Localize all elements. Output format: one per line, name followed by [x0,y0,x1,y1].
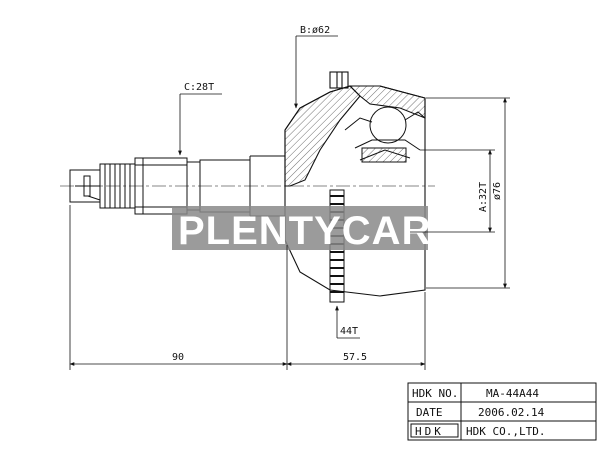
shaft-thread [69,163,136,209]
bell-housing [284,71,426,297]
title-row1-key: HDK NO. [412,387,458,400]
watermark: PLENTYCAR [172,206,431,253]
callout-b [294,35,338,109]
title-row2-key: DATE [416,406,443,419]
title-row3-value: HDK CO.,LTD. [466,425,545,438]
c-callout-label: C:28T [184,82,214,93]
callout-c [178,93,222,156]
title-row1-value: MA-44A44 [486,387,539,400]
inner-race-ball [344,106,426,163]
title-row2-value: 2006.02.14 [478,406,545,419]
callout-a-dia [410,97,510,289]
abs-callout-label: 44T [340,326,358,337]
title-block [407,382,597,441]
dia-callout-label: ø76 [492,182,503,200]
title-row3-key: HDK [415,425,444,438]
watermark-text: PLENTYCAR [178,209,431,253]
callout-abs [335,305,360,339]
dim-right-label: 57.5 [343,352,367,363]
b-callout-label: B:ø62 [300,25,330,36]
bottom-dimensions [69,205,426,370]
dim-left-label: 90 [172,352,184,363]
a-callout-label: A:32T [478,182,489,212]
